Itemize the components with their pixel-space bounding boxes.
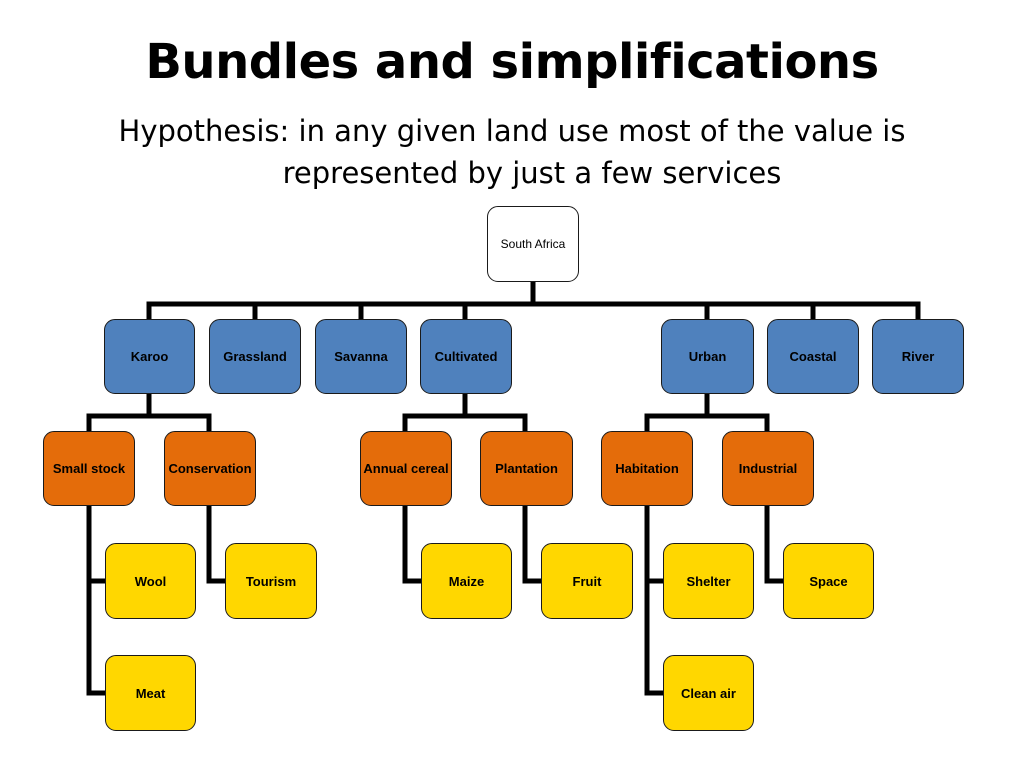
node-habitation: Habitation: [601, 431, 693, 506]
subtitle-line-2: represented by just a few services: [282, 156, 782, 190]
node-karoo: Karoo: [104, 319, 195, 394]
node-tourism: Tourism: [225, 543, 317, 619]
node-annual-cereal: Annual cereal: [360, 431, 452, 506]
node-conservation: Conservation: [164, 431, 256, 506]
node-maize: Maize: [421, 543, 512, 619]
node-urban: Urban: [661, 319, 754, 394]
node-shelter: Shelter: [663, 543, 754, 619]
node-fruit: Fruit: [541, 543, 633, 619]
node-river: River: [872, 319, 964, 394]
slide-subtitle: Hypothesis: in any given land use most o…: [40, 110, 984, 194]
slide-title: Bundles and simplifications: [145, 34, 879, 90]
subtitle-line-1: Hypothesis: in any given land use most o…: [118, 114, 906, 148]
node-clean-air: Clean air: [663, 655, 754, 731]
node-cultivated: Cultivated: [420, 319, 512, 394]
node-wool: Wool: [105, 543, 196, 619]
node-grassland: Grassland: [209, 319, 301, 394]
node-small-stock: Small stock: [43, 431, 135, 506]
node-industrial: Industrial: [722, 431, 814, 506]
node-plantation: Plantation: [480, 431, 573, 506]
node-space: Space: [783, 543, 874, 619]
node-savanna: Savanna: [315, 319, 407, 394]
node-meat: Meat: [105, 655, 196, 731]
node-coastal: Coastal: [767, 319, 859, 394]
node-south-africa: South Africa: [487, 206, 579, 282]
